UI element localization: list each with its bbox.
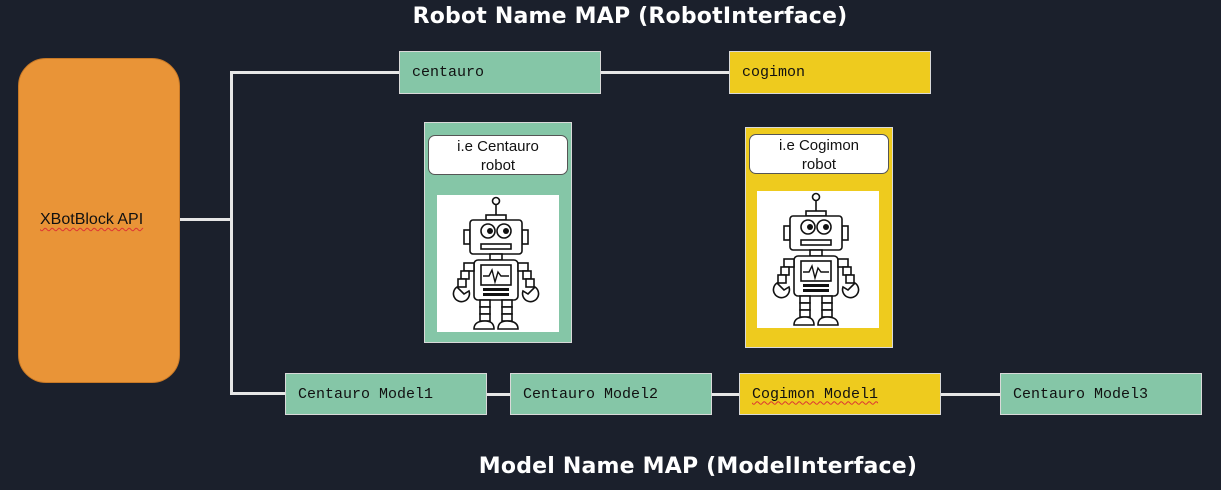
centauro-card-line1: i.e Centauro xyxy=(457,138,539,155)
model-centauro-model2-label: Centauro Model2 xyxy=(523,385,659,403)
robot-name-cogimon[interactable]: cogimon xyxy=(729,51,931,94)
model-centauro-model1-label: Centauro Model1 xyxy=(298,385,434,403)
cogimon-card-label: i.e Cogimon robot xyxy=(749,134,889,174)
model-centauro-model2[interactable]: Centauro Model2 xyxy=(510,373,712,415)
robot-name-centauro[interactable]: centauro xyxy=(399,51,601,94)
centauro-card-line2: robot xyxy=(480,157,516,174)
centauro-robot-image xyxy=(437,195,559,332)
robot-icon xyxy=(772,192,860,326)
model-map-connector xyxy=(230,392,286,395)
vertical-trunk xyxy=(230,71,233,395)
model-map-title: Model Name MAP (ModelInterface) xyxy=(398,454,998,479)
model-centauro-model3-label: Centauro Model3 xyxy=(1013,385,1149,403)
cogimon-robot-card: i.e Cogimon robot xyxy=(745,127,893,348)
xbotblock-api-label: XBotBlock API xyxy=(40,211,144,228)
model-centauro-model3[interactable]: Centauro Model3 xyxy=(1000,373,1202,415)
model-map-title-text: Model Name MAP (ModelInterface) xyxy=(478,454,918,479)
model-cogimon-model1[interactable]: Cogimon Model1 xyxy=(739,373,941,415)
cogimon-card-line1: i.e Cogimon xyxy=(778,137,860,154)
api-connector xyxy=(178,218,232,221)
centauro-robot-card: i.e Centauro robot xyxy=(424,122,572,343)
xbotblock-api-block[interactable] xyxy=(18,58,180,383)
robot-map-title-text: Robot Name MAP (RobotInterface) xyxy=(412,4,848,29)
robot-icon xyxy=(452,196,540,330)
robot-name-centauro-label: centauro xyxy=(412,64,485,81)
model-link-2 xyxy=(711,393,739,396)
cogimon-robot-image xyxy=(757,191,879,328)
centauro-card-label: i.e Centauro robot xyxy=(428,135,568,175)
model-link-1 xyxy=(487,393,510,396)
robot-map-connector xyxy=(230,71,400,74)
robot-name-cogimon-label: cogimon xyxy=(742,64,806,81)
cogimon-card-line2: robot xyxy=(801,156,837,173)
model-cogimon-model1-label: Cogimon Model1 xyxy=(752,385,879,403)
model-link-3 xyxy=(940,393,1001,396)
robot-name-link xyxy=(600,71,730,74)
model-centauro-model1[interactable]: Centauro Model1 xyxy=(285,373,487,415)
robot-map-title: Robot Name MAP (RobotInterface) xyxy=(330,4,930,29)
